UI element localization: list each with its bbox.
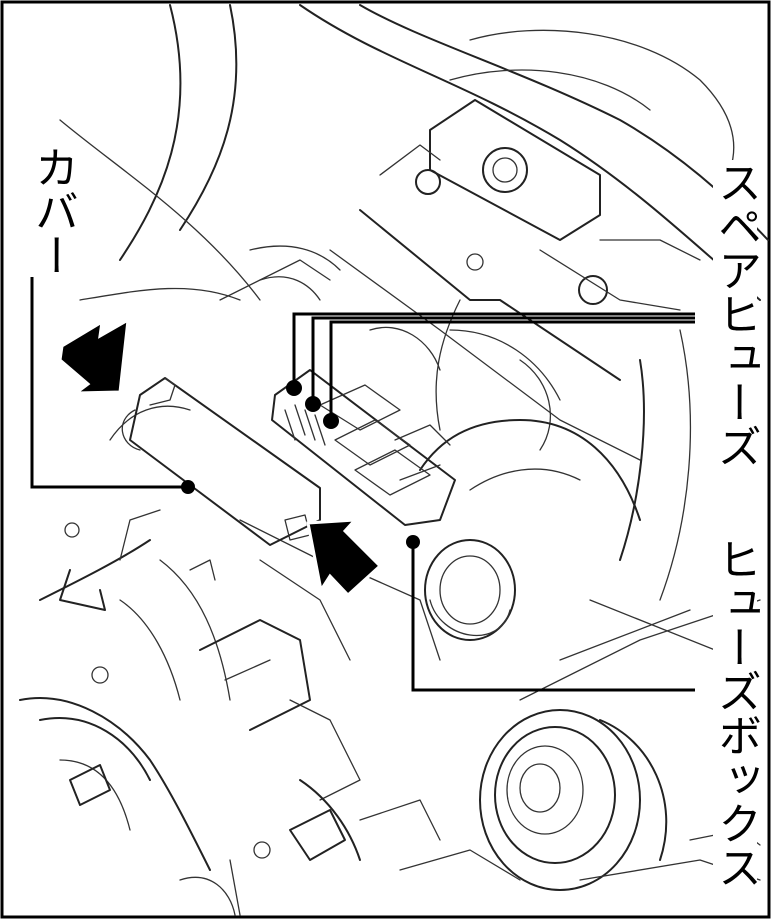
push-arrow-icon [58, 317, 130, 395]
leader-spare-fuse [286, 312, 695, 429]
leader-cover [30, 270, 195, 494]
vehicle-frame-drawing [19, 4, 769, 916]
push-arrow-icon [306, 518, 383, 598]
label-cover: カバー [27, 145, 78, 277]
label-spare-fuse: スペアヒューズ [710, 160, 761, 468]
leader-fuse-box [406, 535, 695, 692]
label-fuse-box: ヒューズボックス [710, 537, 761, 889]
fuse-box [271, 369, 456, 526]
